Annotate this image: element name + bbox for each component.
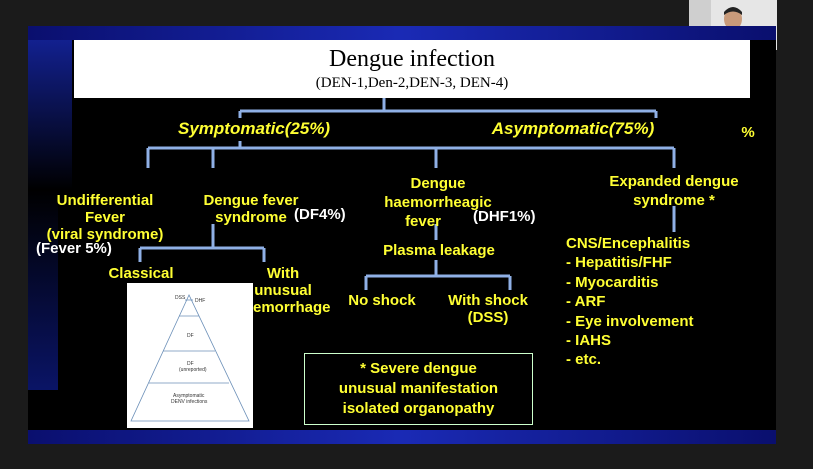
note-line-2: unusual manifestation (338, 380, 499, 397)
undifferentiated-fever: Undifferential Fever (viral syndrome) (30, 192, 180, 243)
organ-item: - etc. (566, 351, 602, 369)
pyramid-dhf: DHF (195, 298, 205, 304)
left-band-lower (28, 190, 58, 390)
pyramid-asymptomatic-1: Asymptomatic (173, 393, 205, 399)
df-percentage: (DF4%) (294, 206, 346, 223)
connector-lines (138, 98, 676, 290)
with-unusual-haemorrhage: With unusual haemorrhage (233, 265, 333, 316)
undiff-line-3: (viral syndrome) (46, 226, 164, 243)
organ-item: - ARF (566, 293, 606, 311)
severe-dengue-note: * Severe dengue unusual manifestation is… (304, 353, 533, 425)
dhf-line-1: Dengue (410, 175, 466, 192)
note-line-3: isolated organopathy (342, 400, 495, 417)
unusual-line-2: unusual (254, 282, 312, 299)
dhf-line-3: fever (405, 213, 441, 230)
with-shock-line-2: (DSS) (467, 309, 509, 326)
organ-item: - Myocarditis (566, 273, 659, 291)
with-shock-line-1: With shock (448, 292, 528, 309)
pyramid-df-unreported-2: (unreported) (179, 367, 207, 373)
pyramid-dss: DSS (175, 295, 186, 301)
organ-item: - IAHS (566, 332, 611, 350)
organ-item: CNS/Encephalitis (566, 235, 691, 252)
dengue-fever-syndrome: Dengue fever syndrome (186, 192, 316, 226)
undiff-line-1: Undifferential (56, 192, 154, 209)
title-box: Dengue infection (DEN-1,Den-2,DEN-3, DEN… (74, 40, 750, 98)
slide-subtitle: (DEN-1,Den-2,DEN-3, DEN-4) (315, 75, 509, 91)
organ-item: - Eye involvement (566, 312, 694, 330)
left-band (28, 40, 72, 190)
pyramid-diagram: DSS DHF DF DF (unreported) Asymptomatic … (130, 294, 250, 422)
iceberg-pyramid-figure: DSS DHF DF DF (unreported) Asymptomatic … (127, 283, 253, 428)
top-band (28, 26, 776, 40)
slide: Dengue infection (DEN-1,Den-2,DEN-3, DEN… (28, 26, 776, 444)
pyramid-df: DF (187, 333, 194, 339)
expanded-line-2: syndrome * (633, 192, 715, 209)
asymptomatic-label: Asymptomatic(75%) (491, 119, 655, 138)
organ-item: - Hepatitis/FHF (566, 254, 672, 272)
df-line-2: syndrome (215, 209, 287, 226)
pyramid-asymptomatic-2: DENV infections (171, 399, 208, 405)
symptomatic-label: Symptomatic(25%) (178, 119, 331, 138)
expanded-dengue-syndrome: Expanded dengue syndrome * (584, 172, 764, 210)
bottom-band (28, 430, 776, 444)
stray-percent-mark: % (741, 124, 755, 141)
pyramid-df-unreported-1: DF (187, 361, 194, 367)
dengue-haemorrhagic-fever: Dengue haemorrheagic fever (368, 174, 508, 231)
plasma-leakage-label: Plasma leakage (383, 242, 495, 259)
fever-percentage: (Fever 5%) (36, 240, 112, 257)
expanded-line-1: Expanded dengue (609, 173, 739, 190)
unusual-line-3: haemorrhage (235, 299, 331, 316)
dhf-percentage: (DHF1%) (473, 208, 536, 225)
note-line-1: * Severe dengue (360, 360, 477, 377)
no-shock-label: No shock (348, 292, 416, 309)
organ-list: CNS/Encephalitis - Hepatitis/FHF - Myoca… (566, 234, 766, 370)
classical-label: Classical (108, 265, 174, 282)
dhf-line-2: haemorrheagic (384, 194, 492, 211)
df-line-1: Dengue fever (203, 192, 299, 209)
unusual-line-1: With (266, 265, 300, 282)
slide-title: Dengue infection (329, 46, 495, 72)
with-shock-label: With shock (DSS) (428, 292, 548, 326)
undiff-line-2: Fever (84, 209, 126, 226)
